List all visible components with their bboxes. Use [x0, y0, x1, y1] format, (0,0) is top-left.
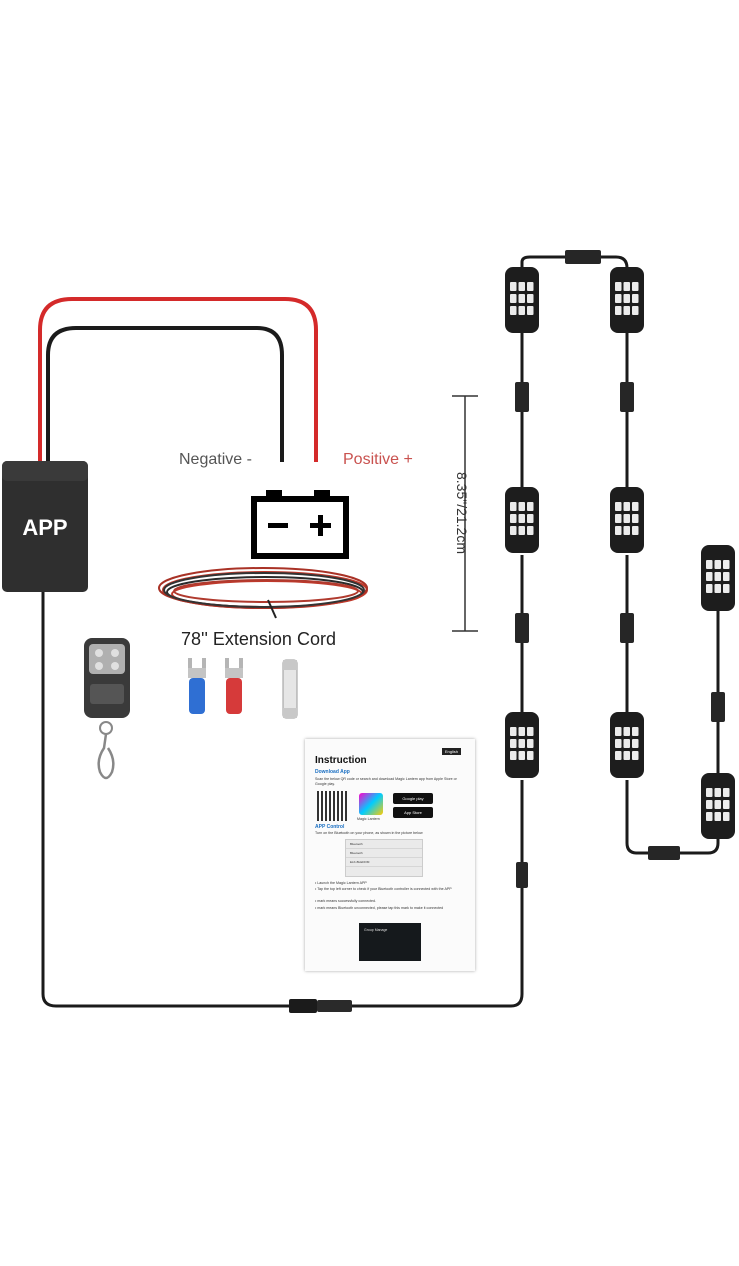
light-pod [505, 267, 539, 333]
light-pod [701, 545, 735, 611]
dimension-label: 8.35"/21.2cm [454, 472, 470, 554]
blue-terminal-icon [188, 658, 206, 714]
phone-row: Bluetooth [346, 840, 422, 849]
remote-control-icon [84, 638, 130, 780]
positive-label: Positive + [343, 451, 413, 468]
phone-settings-screenshot: Bluetooth Bluetooth ELK-BLEDOM [345, 839, 423, 877]
dimension-bracket [452, 395, 478, 632]
light-pod [610, 712, 644, 778]
control-heading: APP Control [315, 824, 345, 830]
light-pod [610, 487, 644, 553]
light-pod [505, 712, 539, 778]
instruction-title: Instruction [315, 755, 367, 766]
download-text: Scan the below QR code or search and dow… [315, 777, 457, 786]
light-pods [505, 267, 735, 839]
red-terminal-icon [225, 658, 243, 714]
phone-row: Bluetooth [346, 849, 422, 858]
extension-cord-coil [158, 567, 368, 619]
controller-label: APP [22, 515, 67, 540]
battery-icon [251, 490, 349, 559]
step-2: • Tap the top left corner to check if yo… [315, 887, 452, 891]
app-screenshot: Group Manage [359, 923, 421, 961]
light-chain-wires [520, 255, 720, 888]
fuse-icon [282, 659, 298, 719]
wire-connector [289, 999, 352, 1013]
controller-box: APP [2, 461, 88, 592]
qr-code-icon [317, 791, 347, 821]
control-text: Turn on the Bluetooth on your phone, as … [315, 831, 423, 835]
download-heading: Download App [315, 769, 350, 775]
language-badge: English [441, 748, 461, 755]
app-icon [359, 793, 383, 815]
chain-connectors [515, 250, 725, 888]
app-store-badge: App Store [393, 807, 433, 818]
controller-output-wire [41, 590, 524, 1008]
google-play-badge: Google play [393, 793, 433, 804]
step-3: • mark means successfully connected. [315, 899, 376, 903]
step-1: • Launch the Magic Lantern APP [315, 881, 367, 885]
extension-cord-label: 78'' Extension Cord [181, 629, 336, 649]
light-pod [610, 267, 644, 333]
app-screenshot-label: Group Manage [364, 928, 388, 932]
negative-wire [46, 326, 284, 462]
light-pod [505, 487, 539, 553]
step-4: • mark means Bluetooth unconnected, plea… [315, 906, 444, 910]
negative-label: Negative - [179, 451, 252, 468]
instruction-sheet: Instruction English Download App Scan th… [305, 739, 475, 971]
light-pod [701, 773, 735, 839]
phone-row: ELK-BLEDOM [346, 858, 422, 867]
positive-wire [38, 297, 318, 462]
app-name: Magic Lantern [357, 817, 380, 821]
